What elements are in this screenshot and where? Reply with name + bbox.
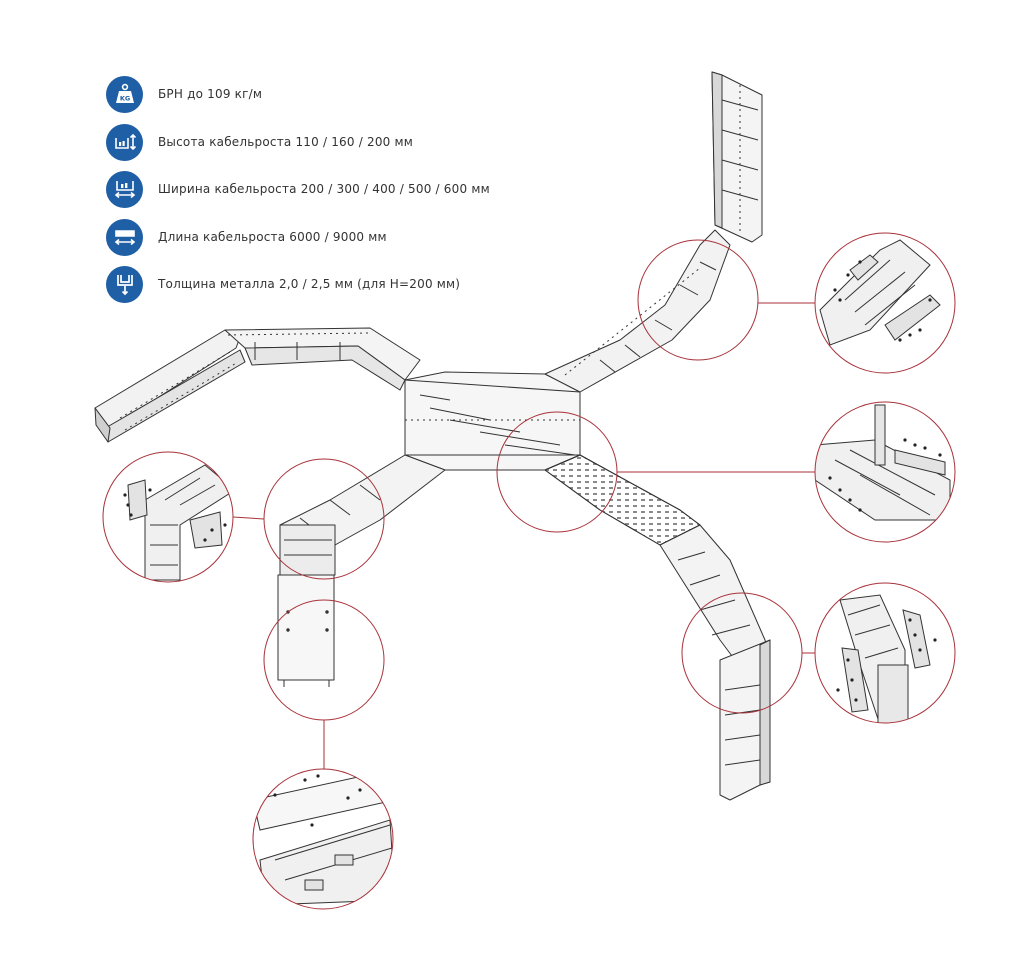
kg-label: KG xyxy=(119,95,129,103)
spec-text-thickness: Толщина металла 2,0 / 2,5 мм (для Н=200 … xyxy=(158,277,461,291)
spec-width: Ширина кабельроста 200 / 300 / 400 / 500… xyxy=(106,169,526,209)
lower-left-branch xyxy=(279,454,446,576)
callout-circle-riser xyxy=(263,599,385,721)
left-branch xyxy=(94,329,246,443)
spec-load-capacity: KG БРН до 109 кг/м xyxy=(106,74,526,114)
callout-circle-lower-bend xyxy=(681,592,803,714)
spec-text-load: БРН до 109 кг/м xyxy=(158,87,263,101)
tray-width-icon xyxy=(106,170,143,208)
detail-circle-left xyxy=(102,451,234,583)
top-left-bend xyxy=(224,327,421,391)
detail-circle-lower-right xyxy=(814,582,956,724)
detail-circle-upper xyxy=(814,232,956,374)
metal-thickness-icon xyxy=(106,265,143,303)
assembly-callout-circles xyxy=(263,239,803,721)
spec-height: Высота кабельроста 110 / 160 / 200 мм xyxy=(106,122,526,162)
callout-lines xyxy=(232,302,815,769)
tray-length-icon xyxy=(106,218,143,256)
vertical-riser-top xyxy=(711,71,763,243)
center-cross xyxy=(404,371,581,471)
callout-circle-upper-bend xyxy=(637,239,759,361)
spec-text-length: Длина кабельроста 6000 / 9000 мм xyxy=(158,230,387,244)
spec-thickness: Толщина металла 2,0 / 2,5 мм (для Н=200 … xyxy=(106,264,526,304)
detail-circle-bottom xyxy=(252,768,394,910)
perforated-tray-section xyxy=(544,454,701,546)
spec-length: Длина кабельроста 6000 / 9000 мм xyxy=(106,217,526,257)
lower-right-branch xyxy=(659,524,771,801)
tray-height-icon xyxy=(106,123,143,161)
spec-text-width: Ширина кабельроста 200 / 300 / 400 / 500… xyxy=(158,182,490,196)
spec-text-height: Высота кабельроста 110 / 160 / 200 мм xyxy=(158,135,414,149)
detail-circle-center xyxy=(814,401,956,543)
upper-right-branch xyxy=(544,229,731,393)
vertical-riser-bottom xyxy=(277,574,335,687)
kg-weight-icon: KG xyxy=(106,75,143,113)
callout-circle-center xyxy=(496,411,618,533)
callout-circle-left-bend xyxy=(263,458,385,580)
